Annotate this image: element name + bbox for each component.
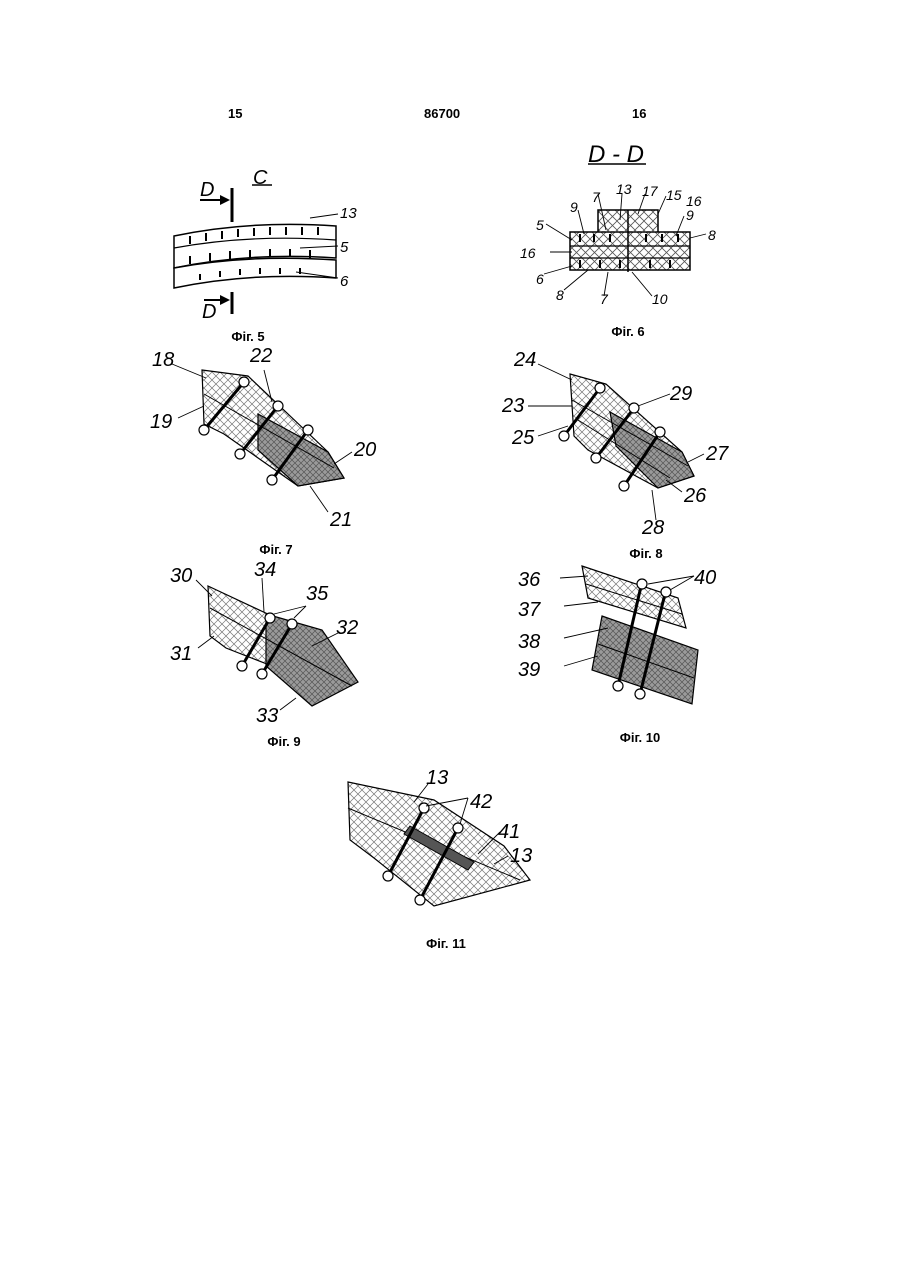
fig6-label: 10 [652, 291, 668, 307]
fig8-label: 26 [683, 485, 707, 507]
fig11-label: 13 [510, 845, 532, 867]
fig10-label: 36 [518, 569, 541, 591]
fig8-label: 23 [501, 395, 524, 417]
fig6-label: 8 [556, 287, 564, 303]
fig7-label: 21 [329, 509, 352, 531]
figure-9-caption: Фіг. 9 [234, 734, 334, 749]
fig9-label: 33 [256, 705, 278, 727]
fig6-label: 16 [520, 245, 536, 261]
fig6-label: 17 [642, 183, 659, 199]
fig5-section-letter: C [253, 167, 268, 189]
fig5-label: 6 [340, 273, 349, 290]
fig11-label: 41 [498, 821, 520, 843]
fig9-label: 32 [336, 617, 358, 639]
fig7-label: 18 [152, 349, 174, 371]
fig9-label: 35 [306, 583, 329, 605]
figure-6-drawing: D - D 7 13 17 15 16 9 9 5 16 8 6 8 7 10 [500, 140, 730, 330]
fig5-cut-label-bottom: D [202, 301, 216, 323]
fig5-cut-label-top: D [200, 179, 214, 201]
fig8-label: 28 [641, 517, 664, 539]
figure-8-drawing: 24 29 23 25 27 26 28 [498, 340, 738, 540]
fig6-label: 9 [570, 199, 578, 215]
fig10-label: 38 [518, 631, 540, 653]
fig6-label: 6 [536, 271, 544, 287]
fig9-label: 31 [170, 643, 192, 665]
fig5-label: 13 [340, 205, 357, 222]
fig6-label: 8 [708, 227, 716, 243]
patent-number: 86700 [424, 106, 460, 121]
page-number-right: 16 [632, 106, 646, 121]
fig10-label: 37 [518, 599, 541, 621]
fig11-label: 42 [470, 791, 492, 813]
figure-5-drawing: D D C 13 5 6 [160, 160, 370, 330]
fig7-label: 19 [150, 411, 172, 433]
fig9-label: 30 [170, 565, 192, 587]
figure-7-drawing: 18 22 19 20 21 [148, 340, 388, 540]
fig6-section-title: D - D [588, 141, 644, 168]
fig6-label: 9 [686, 207, 694, 223]
fig6-label: 13 [616, 181, 632, 197]
figure-7-caption: Фіг. 7 [226, 542, 326, 557]
fig5-label: 5 [340, 239, 349, 256]
fig8-label: 27 [705, 443, 729, 465]
fig6-label: 5 [536, 217, 544, 233]
fig11-label: 13 [426, 767, 448, 789]
figure-11-caption: Фіг. 11 [396, 936, 496, 951]
figure-11-drawing: 13 42 41 13 [334, 762, 564, 932]
fig9-label: 34 [254, 559, 276, 581]
fig10-label: 40 [694, 567, 716, 589]
fig6-label: 15 [666, 187, 682, 203]
fig7-label: 22 [249, 345, 272, 367]
fig8-label: 25 [511, 427, 535, 449]
fig7-label: 20 [353, 439, 376, 461]
fig8-label: 24 [513, 349, 536, 371]
figure-6-caption: Фіг. 6 [578, 324, 678, 339]
fig6-label: 7 [600, 291, 609, 307]
fig10-label: 39 [518, 659, 540, 681]
fig8-label: 29 [669, 383, 692, 405]
page-number-left: 15 [228, 106, 242, 121]
fig6-label: 7 [592, 189, 601, 205]
figure-10-caption: Фіг. 10 [590, 730, 690, 745]
figure-9-drawing: 30 34 35 32 31 33 [162, 556, 392, 736]
figure-10-drawing: 36 40 37 38 39 [508, 556, 748, 736]
